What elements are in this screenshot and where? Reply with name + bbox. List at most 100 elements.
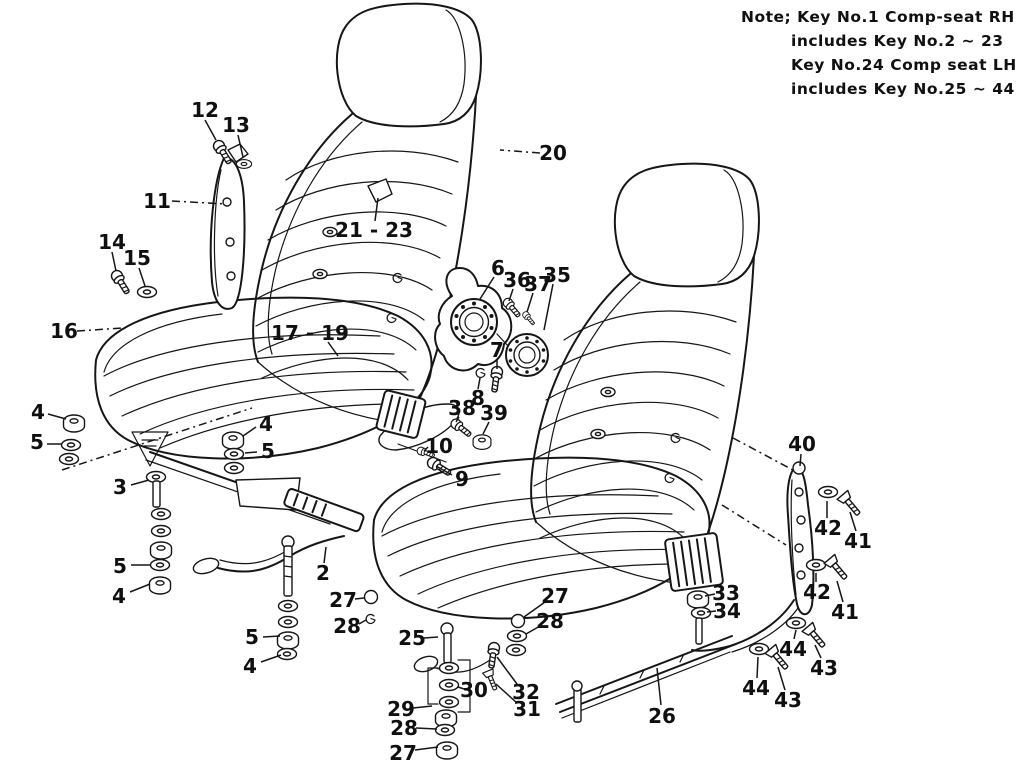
callout-leader-33 bbox=[704, 593, 716, 597]
callout-label-3: 3 bbox=[113, 475, 127, 499]
callout-label-25: 25 bbox=[398, 626, 426, 650]
callout-leader-40 bbox=[799, 453, 802, 467]
callout-leader-9 bbox=[435, 465, 453, 476]
callout-leader-27 bbox=[354, 597, 365, 600]
note-line-4: includes Key No.25 ~ 44 bbox=[791, 80, 1015, 98]
callout-label-27: 27 bbox=[329, 588, 357, 612]
seat-right-illustration bbox=[373, 164, 865, 760]
callout-label-7: 7 bbox=[490, 338, 504, 362]
callout-label-39: 39 bbox=[480, 401, 508, 425]
callout-leader-35 bbox=[543, 283, 554, 331]
callout-label-31: 31 bbox=[513, 697, 541, 721]
callout-leader-5 bbox=[244, 451, 258, 454]
callout-leader-5 bbox=[262, 635, 281, 638]
callout-label-5: 5 bbox=[261, 439, 275, 463]
callout-label-44: 44 bbox=[779, 637, 807, 661]
callout-label-41: 41 bbox=[831, 600, 859, 624]
callout-label-28: 28 bbox=[536, 609, 564, 633]
callout-leader-28 bbox=[525, 625, 541, 635]
callout-label-5: 5 bbox=[113, 554, 127, 578]
callout-leader-13 bbox=[237, 134, 244, 158]
callout-leader-31 bbox=[495, 683, 518, 704]
callout-label-8: 8 bbox=[471, 386, 485, 410]
callout-label-36: 36 bbox=[503, 268, 531, 292]
callout-leader-20 bbox=[499, 149, 541, 154]
callout-label-6: 6 bbox=[491, 256, 505, 280]
callout-label-4: 4 bbox=[243, 654, 257, 678]
callout-leader-28 bbox=[415, 727, 438, 730]
callout-label-2: 2 bbox=[316, 561, 330, 585]
callout-label-27: 27 bbox=[389, 741, 417, 765]
callout-label-20: 20 bbox=[539, 141, 567, 165]
callout-leader-30 bbox=[457, 686, 465, 690]
callout-leader-26 bbox=[656, 667, 662, 706]
callout-label-5: 5 bbox=[30, 430, 44, 454]
callout-label-27: 27 bbox=[541, 584, 569, 608]
callout-leader-6 bbox=[479, 276, 495, 300]
callout-label-44: 44 bbox=[742, 676, 770, 700]
callout-leader-16 bbox=[76, 327, 124, 332]
callout-label-13: 13 bbox=[222, 113, 250, 137]
callout-leader-25 bbox=[423, 636, 439, 639]
callout-leader-43 bbox=[814, 644, 822, 659]
callout-leader-3 bbox=[130, 479, 150, 486]
callout-label-10: 10 bbox=[425, 434, 453, 458]
callout-leader-27 bbox=[523, 601, 546, 618]
callout-label-28: 28 bbox=[390, 716, 418, 740]
callout-label-32: 32 bbox=[512, 680, 540, 704]
callout-leader-2 bbox=[323, 546, 327, 564]
callout-leader-17-19 bbox=[327, 341, 339, 357]
callout-leader-38 bbox=[455, 416, 460, 423]
callout-leader-15 bbox=[138, 267, 146, 287]
callout-leader-4 bbox=[242, 426, 257, 437]
callout-leader-41 bbox=[849, 511, 857, 532]
callout-leader-41 bbox=[836, 580, 844, 603]
callout-leader-4 bbox=[47, 413, 67, 420]
callout-label-42: 42 bbox=[814, 516, 842, 540]
callout-label-41: 41 bbox=[844, 529, 872, 553]
callout-leader-28 bbox=[358, 619, 367, 625]
callout-label-11: 11 bbox=[143, 189, 171, 213]
callout-label-4: 4 bbox=[31, 400, 45, 424]
callout-label-28: 28 bbox=[333, 614, 361, 638]
callout-label-33: 33 bbox=[712, 581, 740, 605]
callout-leader-14 bbox=[111, 251, 117, 272]
callout-leader-10 bbox=[423, 446, 429, 452]
callout-label-34: 34 bbox=[713, 599, 741, 623]
callout-leader-39 bbox=[482, 421, 490, 435]
callout-label-4: 4 bbox=[112, 584, 126, 608]
callout-label-43: 43 bbox=[774, 688, 802, 712]
callout-leader-36 bbox=[508, 288, 514, 302]
note-block: Note; Key No.1 Comp-seat RH includes Key… bbox=[741, 8, 1017, 98]
callout-label-4: 4 bbox=[259, 412, 273, 436]
seat-left-illustration bbox=[61, 4, 549, 575]
callout-label-14: 14 bbox=[98, 230, 126, 254]
callout-leader-32 bbox=[496, 656, 518, 685]
callout-label-29: 29 bbox=[387, 697, 415, 721]
callout-leader-44 bbox=[756, 656, 759, 679]
callout-label-38: 38 bbox=[448, 396, 476, 420]
callout-label-16: 16 bbox=[50, 319, 78, 343]
callout-label-9: 9 bbox=[455, 467, 469, 491]
hardware-illustration bbox=[58, 137, 537, 661]
callout-leader-27 bbox=[414, 746, 439, 751]
callout-leader-4 bbox=[129, 583, 151, 593]
callout-label-37: 37 bbox=[524, 272, 552, 296]
callout-leader-34 bbox=[706, 610, 717, 613]
note-line-3: Key No.24 Comp seat LH bbox=[791, 56, 1017, 74]
callout-label-17-19: 17 - 19 bbox=[271, 321, 349, 345]
note-line-1: Note; Key No.1 Comp-seat RH bbox=[741, 8, 1015, 26]
callout-label-21-23: 21 - 23 bbox=[335, 218, 413, 242]
callout-leader-44 bbox=[793, 629, 797, 640]
callout-leader-8 bbox=[477, 377, 481, 390]
callout-label-40: 40 bbox=[788, 432, 816, 456]
callout-label-15: 15 bbox=[123, 246, 151, 270]
callout-label-30: 30 bbox=[460, 678, 488, 702]
callout-label-26: 26 bbox=[648, 704, 676, 728]
callout-leader-12 bbox=[204, 119, 217, 141]
callout-leader-43 bbox=[777, 666, 786, 691]
callout-leader-37 bbox=[526, 292, 534, 313]
